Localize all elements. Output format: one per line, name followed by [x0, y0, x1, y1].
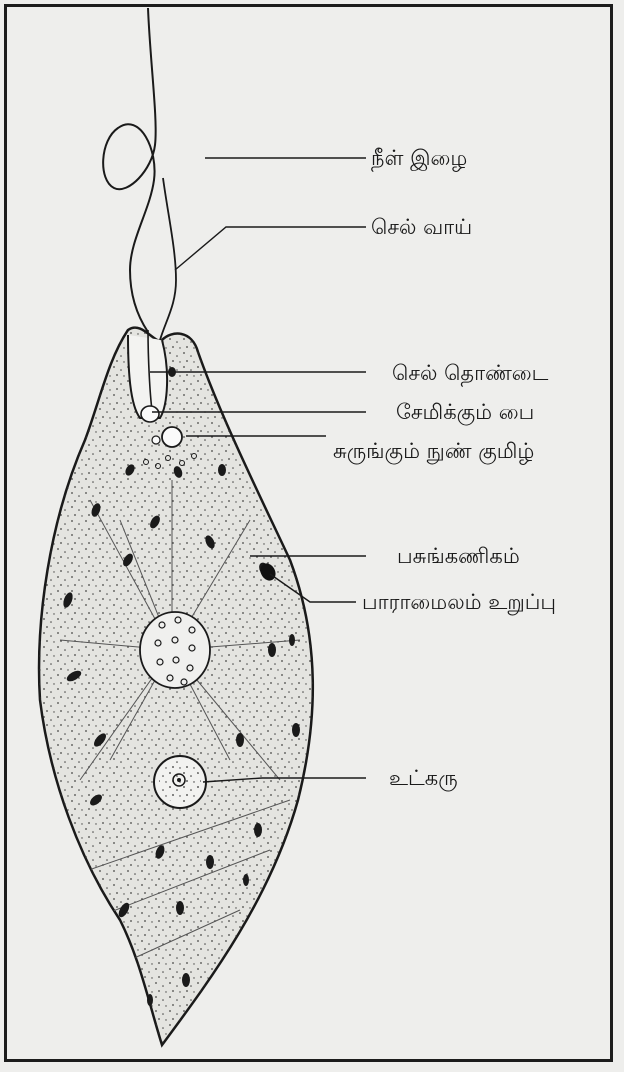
label-cytopharynx: செல் தொண்டை — [392, 361, 549, 387]
flagellum — [103, 8, 156, 332]
flagellum-base — [160, 178, 176, 340]
gullet — [128, 330, 167, 418]
labels: நீள் இழை செல் வாய் செல் தொண்டை சேமிக்கும… — [333, 146, 556, 791]
label-chloroplast: பசுங்கணிகம் — [397, 544, 520, 568]
label-flagellum: நீள் இழை — [371, 146, 467, 172]
label-nucleus: உட்கரு — [389, 766, 458, 791]
label-cytostome: செல் வாய் — [371, 215, 472, 239]
label-paramylon: பாராமைலம் உறுப்பு — [362, 590, 556, 615]
label-contractile-vacuole: சுருங்கும் நுண் குமிழ் — [333, 439, 534, 465]
leader-cytostome — [175, 227, 366, 270]
reservoir — [141, 406, 159, 422]
label-reservoir: சேமிக்கும் பை — [396, 400, 534, 425]
central-body — [140, 612, 210, 688]
nucleus — [154, 756, 206, 808]
